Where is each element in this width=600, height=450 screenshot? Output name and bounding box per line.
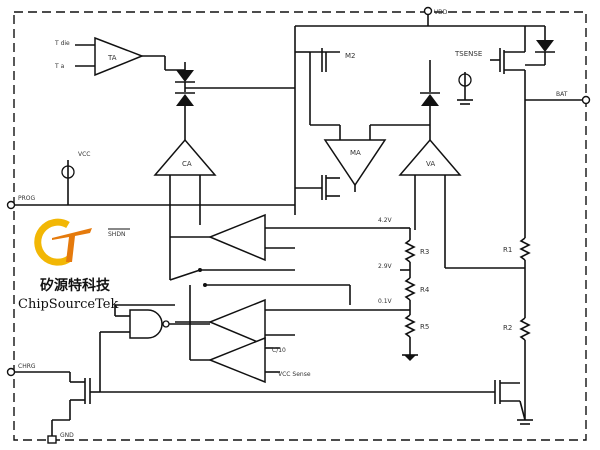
bat-pin[interactable] xyxy=(581,95,591,105)
resistor-ladder xyxy=(400,227,418,361)
logo-cn-text: 矽源特科技 xyxy=(40,277,111,294)
ta-label: TA xyxy=(107,54,117,62)
v-ref-01: 0.1V xyxy=(378,298,393,305)
vcc-label: VCC xyxy=(78,151,90,158)
diode-upper-icon xyxy=(175,62,195,83)
t-die-label: T die xyxy=(54,40,70,47)
vcc-sense-icon xyxy=(61,160,75,205)
ca-label: CA xyxy=(182,160,192,168)
m2-label: M2 xyxy=(345,52,356,60)
r5-label: R5 xyxy=(420,323,429,331)
ta-amplifier xyxy=(94,36,145,77)
ground-icon xyxy=(457,72,473,105)
ma-label: MA xyxy=(350,149,361,157)
prog-label: PROG xyxy=(18,195,36,202)
selector-switch xyxy=(169,268,351,305)
r4-label: R4 xyxy=(420,286,430,294)
gnd-pin[interactable] xyxy=(47,435,57,444)
gnd-label: GND xyxy=(60,432,74,439)
r3-label: R3 xyxy=(420,248,429,256)
nand-gate xyxy=(99,304,210,392)
prog-pin[interactable] xyxy=(6,200,16,210)
vdd-pin[interactable] xyxy=(423,6,433,16)
logo-en-text: ChipSourceTek xyxy=(18,297,118,312)
m1-transistor xyxy=(490,26,526,100)
shdn-comparator xyxy=(208,213,266,262)
r1-label: R1 xyxy=(503,246,512,254)
vcc-sense-label: VCC Sense xyxy=(278,371,311,378)
m2-transistor xyxy=(295,48,340,75)
vcc-comparator xyxy=(207,336,266,384)
ma-amplifier xyxy=(323,139,387,187)
chrg-transistor xyxy=(14,371,100,438)
chipsourcetek-logo: 矽源特科技 ChipSourceTek xyxy=(18,218,118,312)
c10-label: C/10 xyxy=(272,347,286,354)
shdn-label: SHDN xyxy=(108,231,125,238)
r2-label: R2 xyxy=(503,324,512,332)
chip-boundary xyxy=(13,11,587,441)
va-label: VA xyxy=(426,160,435,168)
v-ref-29: 2.9V xyxy=(378,263,393,270)
ma-output-transistor xyxy=(295,175,356,200)
feedback-divider xyxy=(519,100,531,420)
vdd-rail xyxy=(294,14,546,52)
bottom-right-transistor xyxy=(100,380,533,425)
chrg-label: CHRG xyxy=(18,363,36,370)
chrg-pin[interactable] xyxy=(6,367,16,377)
bat-label: BAT xyxy=(556,91,568,98)
va-diode-icon xyxy=(420,92,440,140)
vdd-label: VDD xyxy=(434,9,448,16)
va-amplifier xyxy=(398,138,462,176)
ca-amplifier xyxy=(153,138,217,176)
v-ref-42: 4.2V xyxy=(378,217,393,224)
reverse-diode-icon xyxy=(525,40,555,66)
c10-comparator xyxy=(208,298,266,347)
diode-lower-icon xyxy=(175,82,195,140)
t-a-label: T a xyxy=(54,63,65,70)
tsense-label: TSENSE xyxy=(454,50,482,58)
